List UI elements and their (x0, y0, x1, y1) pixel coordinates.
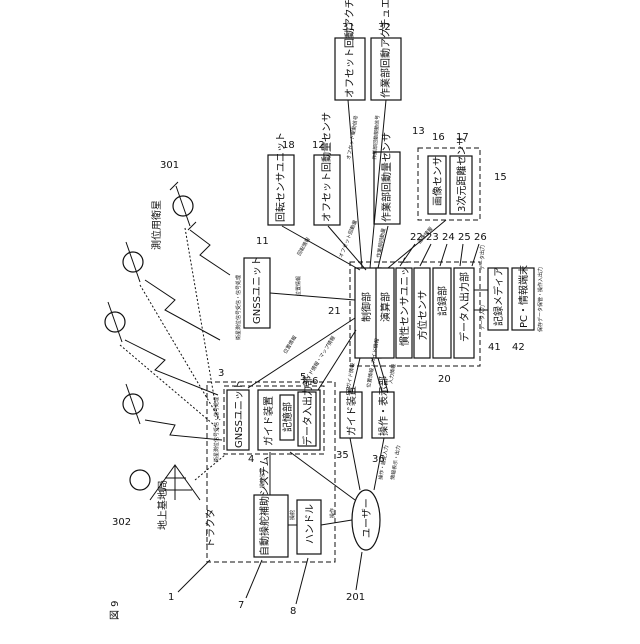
ref-number-20: 20 (438, 374, 451, 385)
line-image-to-control (388, 220, 446, 268)
guide-map-label: ガイド情報・マップ情報 (302, 335, 337, 385)
ref-number-11: 11 (256, 236, 269, 247)
memory-tractor-label: 記憶部 (281, 402, 294, 432)
guide-device-35-label: ガイド装置 (345, 386, 358, 436)
offset-sensor-label: オフセット回動量センサ (320, 112, 333, 222)
offset-actuator-label: オフセット回動アクチュエータ (343, 0, 356, 98)
signal-zigzag-3 (125, 340, 218, 395)
ground-station-label: 地上基地局 (156, 480, 169, 530)
ref-number-3: 3 (218, 368, 224, 379)
ref-number-201: 201 (346, 592, 365, 603)
work-amount-label: 作業部回動量 (375, 228, 387, 259)
signal-dotted-2 (140, 285, 220, 420)
ref-number-301: 301 (160, 160, 179, 171)
ref-number-302: 302 (112, 517, 131, 528)
ref-number-18: 18 (282, 140, 295, 151)
steer-signal-label: 操舵信号 (259, 468, 266, 488)
sat-signal-label-11: 衛星測位信号受信・信号処理 (235, 275, 242, 340)
ref-line-7 (246, 560, 262, 598)
ref-line-1 (178, 560, 210, 592)
ref-number-7: 7 (238, 600, 244, 611)
tractor-label: トラクタ (205, 508, 217, 548)
ref-number-41: 41 (488, 342, 501, 353)
satellite-label: 測位用衛星 (150, 200, 163, 250)
offset-drive-label: オフセット駆動信号 (345, 115, 360, 161)
ref-number-26: 26 (474, 232, 487, 243)
ref-number-6: 6 (312, 376, 318, 387)
recording-media-label: 記録メディア (492, 267, 505, 326)
satellite-2 (123, 242, 143, 282)
image-sensor-label: 画像センサ (432, 156, 444, 206)
io-21-label: データ入出力部 (458, 272, 471, 342)
signal-zigzag-4 (145, 420, 222, 440)
ref-number-25: 25 (458, 232, 471, 243)
pos-info-label-11: 位置情報 (295, 276, 302, 296)
calc-unit-label: 演算部 (379, 292, 392, 322)
steering-label: 操舵 (289, 510, 296, 520)
ground-station-dish (130, 470, 150, 490)
inertial-sensor-label: 慣性センサユニット (398, 256, 411, 346)
ref-number-4: 4 (248, 454, 254, 465)
3d-sensor-label: 3次元距離センサ (455, 136, 468, 212)
ref-number-8: 8 (290, 606, 296, 617)
sat-signal-label-3: 衛星測位信号受信・信号処理 (213, 397, 220, 462)
gnss-unit-tractor-label: GNSSユニット (234, 380, 245, 448)
ref-number-35: 35 (336, 450, 349, 461)
ref-number-12: 12 (312, 140, 325, 151)
ref-number-31: 31 (342, 22, 355, 33)
save-data-label: 保存データ保管・操作入出力 (537, 267, 544, 332)
signal-dotted-4 (195, 455, 225, 480)
satellite-3 (105, 302, 125, 342)
memory-21-label: 記録部 (436, 286, 449, 316)
signal-zigzag-2 (145, 280, 220, 340)
handle-label: ハンドル (305, 504, 316, 544)
satellite-4 (123, 384, 143, 424)
ref-number-32: 32 (378, 22, 391, 33)
input-info-label: 入力情報 (387, 363, 397, 384)
ref-number-1: 1 (168, 592, 174, 603)
ref-line-8 (296, 558, 308, 604)
signal-dotted-3 (120, 345, 220, 430)
rotation-info-label: 回転情報 (296, 236, 312, 257)
line-guide35-to-user (350, 438, 360, 490)
ref-number-21: 21 (328, 306, 341, 317)
guide-info-label: ガイド情報 (345, 362, 356, 388)
user-label: ユーザー (361, 498, 373, 538)
work-actuator-label: 作業部回動アクチュエータ (379, 0, 392, 98)
ref-line-22-26 (400, 244, 479, 266)
azimuth-sensor-label: 方位センサ (416, 290, 429, 340)
signal-zigzag-1 (190, 230, 230, 275)
operation-display-label: 操作・表示部 (377, 376, 390, 436)
control-unit-label: 制御部 (360, 292, 373, 322)
line-user-to-handle (321, 520, 352, 525)
ref-number-13: 13 (412, 126, 425, 137)
ref-number-16: 16 (432, 132, 445, 143)
display-out-label: 情報表示・出力 (389, 445, 402, 481)
ref-number-15: 15 (494, 172, 507, 183)
pc-terminal-label: PC・情報端末 (517, 265, 530, 328)
operation-label: 操作 (329, 508, 336, 518)
pos-info-label-tractor: 位置情報 (282, 334, 299, 355)
line-gnss11-to-control (270, 293, 355, 300)
ref-number-42: 42 (512, 342, 525, 353)
data-out-label: データ出力 (479, 245, 486, 270)
figure-label: 図 9 (109, 600, 121, 620)
ref-number-24: 24 (442, 232, 455, 243)
guide-device-tractor-label: ガイド装置 (262, 396, 275, 446)
satellite-1 (170, 182, 196, 230)
ref-number-17: 17 (456, 132, 469, 143)
gnss-unit-11-label: GNSSユニット (252, 256, 263, 324)
data-in-label: データ入力 (479, 305, 486, 330)
ref-line-201 (356, 552, 362, 590)
